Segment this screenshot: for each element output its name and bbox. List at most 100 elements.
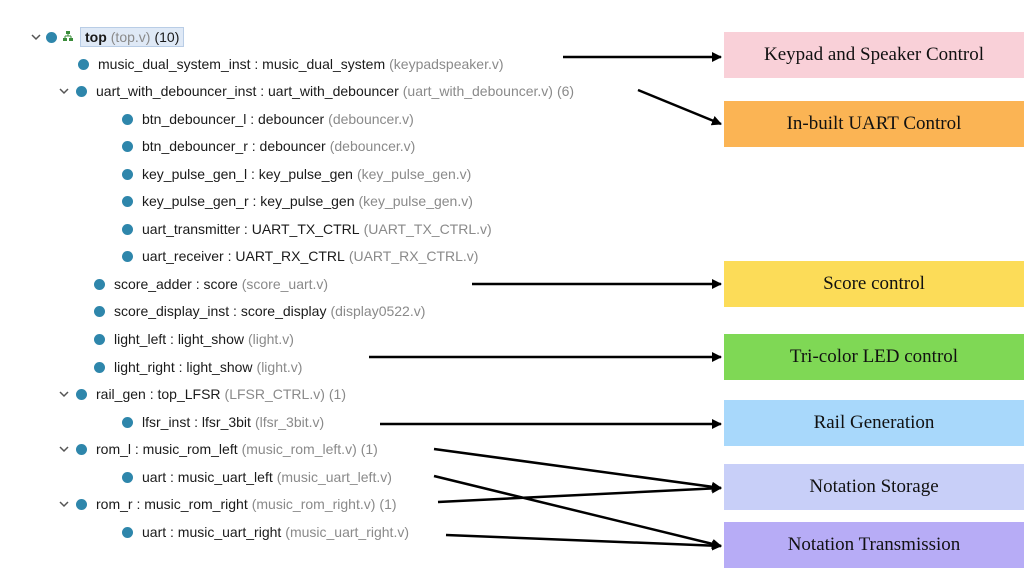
tree-row[interactable]: key_pulse_gen_r : key_pulse_gen(key_puls…: [122, 190, 477, 212]
module-dot-icon: [76, 443, 87, 455]
tree-row[interactable]: uart_with_debouncer_inst : uart_with_deb…: [58, 80, 574, 102]
module-file-name: (lfsr_3bit.v): [254, 414, 325, 430]
module-instance-name: light_left : light_show: [114, 331, 244, 347]
module-dot-icon: [76, 85, 87, 97]
tree-row[interactable]: uart : music_uart_right(music_uart_right…: [122, 521, 413, 543]
label-notation-transmission: Notation Transmission: [724, 522, 1024, 568]
tree-row[interactable]: lfsr_inst : lfsr_3bit(lfsr_3bit.v): [122, 411, 328, 433]
tree-row[interactable]: btn_debouncer_r : debouncer(debouncer.v): [122, 135, 419, 157]
module-file-name: (UART_RX_CTRL.v): [348, 248, 479, 264]
label-rail-generation: Rail Generation: [724, 400, 1024, 446]
module-file-name: (keypadspeaker.v): [389, 56, 504, 72]
module-child-count: (6): [556, 83, 575, 99]
module-instance-name: rail_gen : top_LFSR: [96, 386, 221, 402]
module-dot-icon: [122, 250, 133, 262]
module-instance-name: light_right : light_show: [114, 359, 253, 375]
module-file-name: (score_uart.v): [241, 276, 329, 292]
module-instance-name: rom_l : music_rom_left: [96, 441, 238, 457]
module-dot-icon: [122, 140, 133, 152]
module-instance-name: music_dual_system_inst : music_dual_syst…: [98, 56, 386, 72]
arrow-uart: [637, 88, 722, 126]
label-score-control: Score control: [724, 261, 1024, 307]
module-file-name: (LFSR_CTRL.v): [224, 386, 325, 402]
arrow-uart-right: [445, 533, 722, 551]
module-instance-name: uart_with_debouncer_inst : uart_with_deb…: [96, 83, 399, 99]
chevron-down-icon[interactable]: [58, 443, 70, 455]
module-instance-name: uart_transmitter : UART_TX_CTRL: [142, 221, 360, 237]
chevron-down-icon[interactable]: [58, 85, 70, 97]
module-instance-name: key_pulse_gen_r : key_pulse_gen: [142, 193, 355, 209]
module-instance-name: btn_debouncer_r : debouncer: [142, 138, 326, 154]
module-dot-icon: [78, 58, 89, 70]
tree-row[interactable]: music_dual_system_inst : music_dual_syst…: [78, 53, 508, 75]
chevron-down-icon[interactable]: [30, 31, 42, 43]
arrow-rom-l: [433, 447, 722, 492]
top-module-file: (top.v): [110, 29, 151, 45]
tree-row[interactable]: btn_debouncer_l : debouncer(debouncer.v): [122, 108, 418, 130]
tree-row[interactable]: score_adder : score(score_uart.v): [94, 273, 332, 295]
module-file-name: (display0522.v): [330, 303, 426, 319]
module-dot-icon: [94, 278, 105, 290]
arrow-uart-left: [433, 474, 722, 549]
label-notation-storage: Notation Storage: [724, 464, 1024, 510]
module-dot-icon: [76, 388, 87, 400]
module-file-name: (light.v): [247, 331, 294, 347]
arrow-rom-r: [437, 483, 722, 504]
module-file-name: (music_rom_right.v): [251, 496, 376, 512]
tree-row[interactable]: uart_transmitter : UART_TX_CTRL(UART_TX_…: [122, 218, 496, 240]
tree-row[interactable]: rom_l : music_rom_left(music_rom_left.v)…: [58, 438, 378, 460]
module-file-name: (music_rom_left.v): [241, 441, 357, 457]
module-file-name: (key_pulse_gen.v): [356, 166, 472, 182]
module-file-name: (UART_TX_CTRL.v): [363, 221, 492, 237]
module-instance-name: lfsr_inst : lfsr_3bit: [142, 414, 251, 430]
tree-row[interactable]: rail_gen : top_LFSR(LFSR_CTRL.v)(1): [58, 383, 346, 405]
module-dot-icon: [122, 223, 133, 235]
top-module-count: (10): [154, 29, 180, 45]
tree-row[interactable]: light_right : light_show(light.v): [94, 356, 306, 378]
module-dot-icon: [122, 113, 133, 125]
tree-row[interactable]: light_left : light_show(light.v): [94, 328, 298, 350]
module-dot-icon: [46, 31, 57, 43]
chevron-down-icon[interactable]: [58, 498, 70, 510]
module-dot-icon: [122, 416, 133, 428]
module-instance-name: btn_debouncer_l : debouncer: [142, 111, 325, 127]
module-child-count: (1): [360, 441, 378, 457]
module-instance-name: score_display_inst : score_display: [114, 303, 327, 319]
module-dot-icon: [94, 305, 105, 317]
tree-row[interactable]: rom_r : music_rom_right(music_rom_right.…: [58, 493, 397, 515]
tree-row[interactable]: uart : music_uart_left(music_uart_left.v…: [122, 466, 396, 488]
module-file-name: (uart_with_debouncer.v): [402, 83, 553, 99]
module-child-count: (1): [379, 496, 397, 512]
module-instance-name: uart : music_uart_left: [142, 469, 273, 485]
tree-row[interactable]: score_display_inst : score_display(displ…: [94, 300, 429, 322]
label-led-control: Tri-color LED control: [724, 334, 1024, 380]
chevron-down-icon[interactable]: [58, 388, 70, 400]
top-module-name: top: [85, 29, 107, 45]
module-child-count: (1): [328, 386, 347, 402]
module-dot-icon: [94, 361, 105, 373]
module-file-name: (light.v): [256, 359, 303, 375]
module-file-name: (music_uart_left.v): [276, 469, 392, 485]
hierarchy-icon: [62, 29, 74, 45]
module-dot-icon: [76, 498, 87, 510]
label-uart-control: In-built UART Control: [724, 101, 1024, 147]
module-dot-icon: [94, 333, 105, 345]
top-module-selected[interactable]: top (top.v) (10): [80, 27, 185, 47]
tree-root-row[interactable]: top (top.v) (10): [30, 26, 185, 48]
module-instance-name: rom_r : music_rom_right: [96, 496, 248, 512]
tree-row[interactable]: uart_receiver : UART_RX_CTRL(UART_RX_CTR…: [122, 245, 482, 267]
module-instance-name: uart : music_uart_right: [142, 524, 282, 540]
label-keypad-speaker-control: Keypad and Speaker Control: [724, 32, 1024, 78]
module-dot-icon: [122, 195, 133, 207]
module-file-name: (debouncer.v): [329, 138, 416, 154]
module-file-name: (debouncer.v): [328, 111, 414, 127]
module-instance-name: key_pulse_gen_l : key_pulse_gen: [142, 166, 353, 182]
module-dot-icon: [122, 471, 133, 483]
module-instance-name: uart_receiver : UART_RX_CTRL: [142, 248, 345, 264]
module-dot-icon: [122, 168, 133, 180]
tree-row[interactable]: key_pulse_gen_l : key_pulse_gen(key_puls…: [122, 163, 475, 185]
module-file-name: (key_pulse_gen.v): [358, 193, 473, 209]
module-dot-icon: [122, 526, 133, 538]
module-file-name: (music_uart_right.v): [285, 524, 409, 540]
